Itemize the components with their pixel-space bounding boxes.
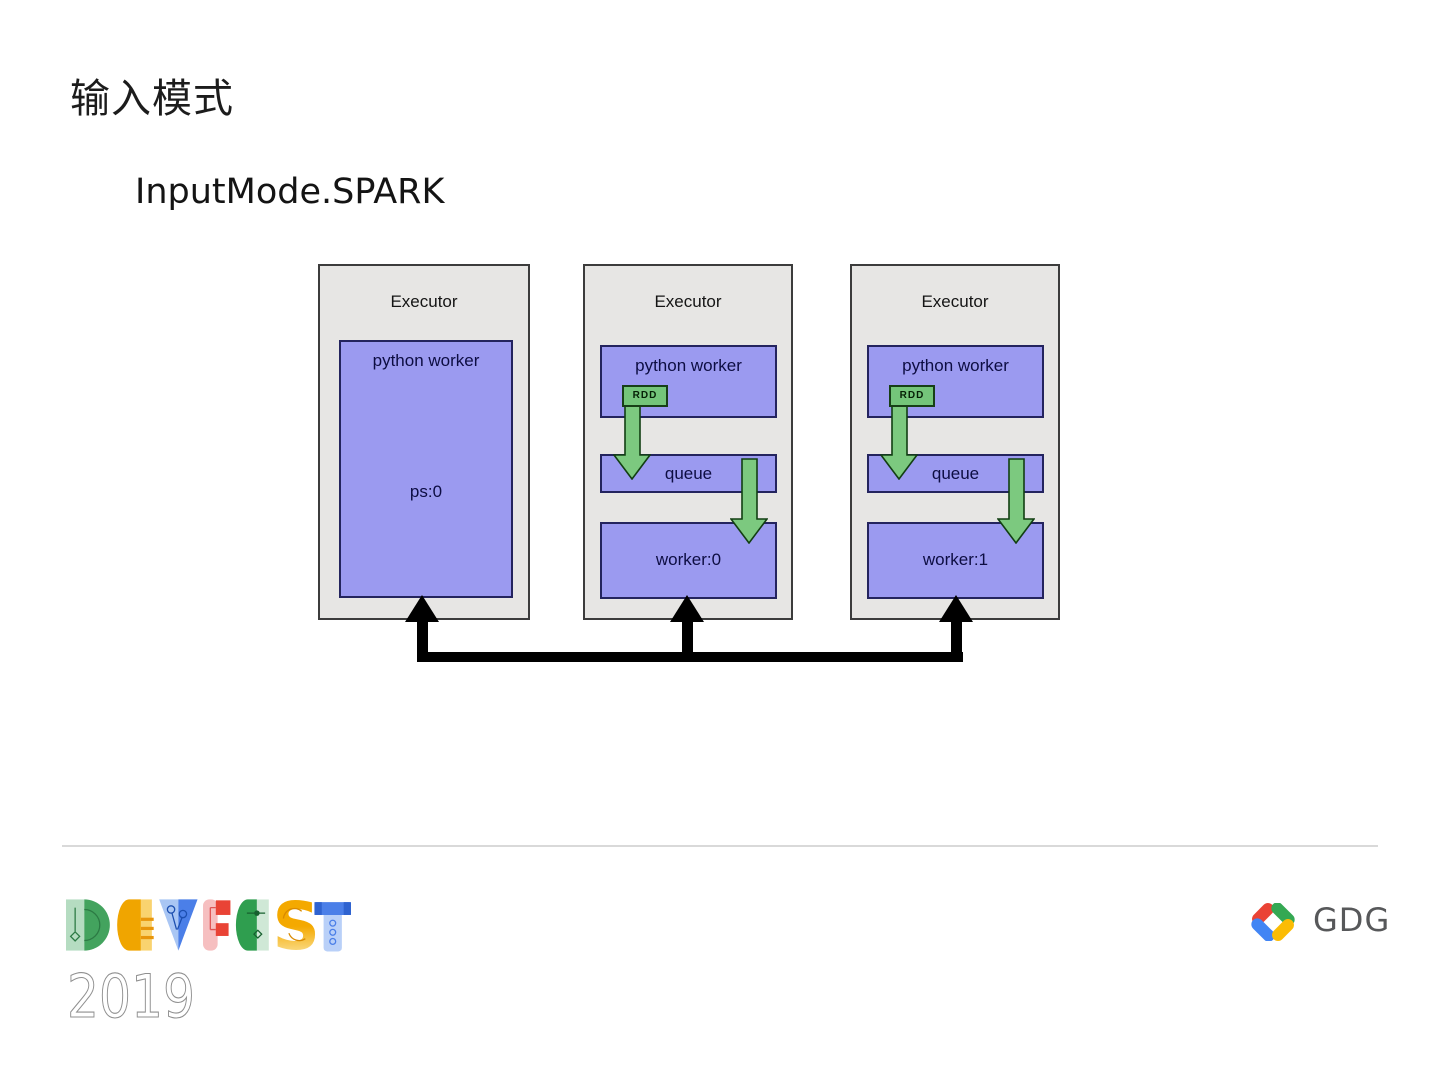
green-arrow-queue-to-worker-icon — [997, 458, 1035, 544]
connector-stem-3 — [951, 622, 962, 653]
footer-divider — [62, 845, 1378, 847]
devfest-letter-e1 — [117, 899, 154, 951]
python-worker-3-label: python worker — [902, 356, 1009, 375]
gdg-label: GDG — [1313, 901, 1391, 939]
connector-arrowhead-2-icon — [670, 595, 704, 622]
page-title: 输入模式 — [70, 76, 234, 122]
connector-bus-line — [417, 652, 963, 662]
executor-2-title: Executor — [654, 292, 722, 311]
rdd-tag-2: RDD — [622, 385, 668, 407]
green-arrow-rdd-to-queue-icon — [613, 404, 651, 480]
year-text: 2019 — [67, 970, 195, 1026]
devfest-letter-d — [66, 899, 110, 951]
python-worker-1-label: python worker — [372, 351, 480, 370]
svg-text:S: S — [272, 896, 319, 954]
executor-box-3: Executor python worker RDD queue worker:… — [850, 264, 1060, 620]
connector-arrowhead-1-icon — [405, 595, 439, 622]
gdg-logo: GDG — [1247, 901, 1390, 943]
python-worker-box-1: python worker ps:0 — [339, 340, 513, 598]
slide-subtitle: InputMode.SPARK — [135, 172, 445, 212]
executor-box-1: Executor python worker ps:0 — [318, 264, 530, 620]
devfest-letter-e2 — [235, 899, 269, 951]
devfest-logo: S — [66, 896, 351, 954]
spark-input-mode-diagram: Executor python worker ps:0 Executor pyt… — [318, 264, 1064, 674]
gdg-brackets-icon — [1251, 903, 1295, 941]
ps0-label: ps:0 — [409, 482, 443, 501]
worker0-box: worker:0 — [600, 522, 777, 599]
connector-arrowhead-3-icon — [939, 595, 973, 622]
rdd-tag-3: RDD — [889, 385, 935, 407]
devfest-letter-v — [159, 899, 198, 951]
connector-stem-1 — [417, 622, 428, 653]
devfest-letter-s: S — [272, 896, 319, 954]
connector-stem-2 — [682, 622, 693, 653]
devfest-year: 2019 — [66, 970, 195, 1026]
python-worker-2-label: python worker — [635, 356, 742, 375]
executor-box-2: Executor python worker RDD queue worker:… — [583, 264, 793, 620]
executor-3-title: Executor — [921, 292, 989, 311]
devfest-letter-t — [314, 902, 351, 952]
executor-1-title: Executor — [390, 292, 458, 311]
green-arrow-queue-to-worker-icon — [730, 458, 768, 544]
devfest-letter-f — [203, 899, 231, 951]
green-arrow-rdd-to-queue-icon — [880, 404, 918, 480]
